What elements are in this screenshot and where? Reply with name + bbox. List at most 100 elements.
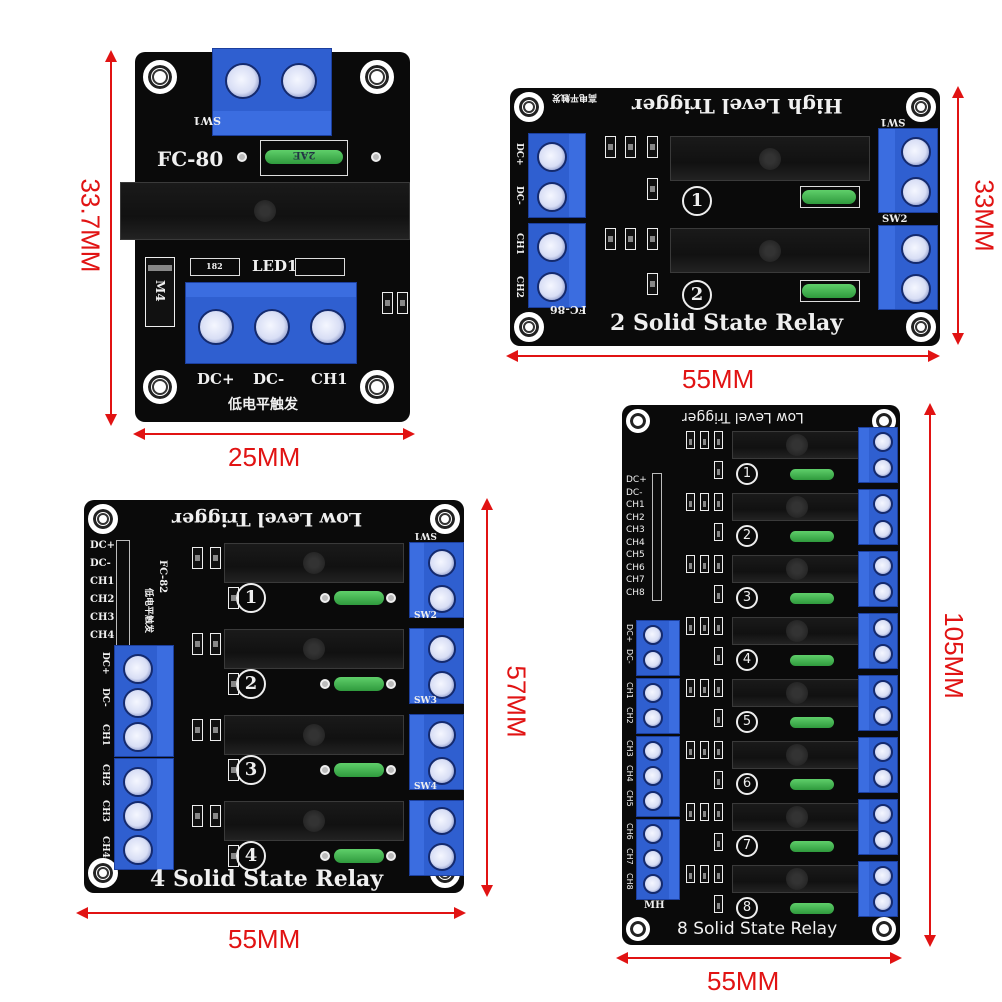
pin-label: CH1	[100, 724, 110, 746]
fuse	[790, 655, 834, 666]
resistor	[714, 803, 723, 821]
width-arrow-1ch	[133, 428, 415, 440]
trigger-label: High Level Trigger	[632, 94, 843, 118]
channel-number: 5	[736, 711, 758, 733]
ssr-module	[224, 629, 404, 669]
mount-hole	[906, 312, 936, 342]
board-title: 8 Solid State Relay	[677, 919, 838, 939]
model-label: FC-86	[550, 303, 587, 316]
fuse	[802, 190, 856, 204]
pin-label: CH2	[100, 764, 110, 786]
terminal-lip	[859, 490, 869, 544]
ssr-module	[732, 741, 862, 769]
width-arrow-4ch	[76, 907, 466, 919]
diode-label: M4	[153, 280, 167, 302]
pin-label: CH1	[311, 370, 348, 388]
output-terminal	[858, 427, 898, 483]
input-terminal	[636, 620, 680, 676]
width-label-2ch: 55MM	[682, 364, 755, 394]
screw	[254, 309, 290, 345]
resistor	[700, 679, 709, 697]
fuse	[790, 717, 834, 728]
input-terminal	[114, 645, 174, 757]
channel-number: 3	[736, 587, 758, 609]
pin-label: CH4	[100, 836, 110, 858]
output-terminal	[212, 48, 332, 136]
header-label: CH1	[90, 576, 115, 587]
ssr-module	[732, 803, 862, 831]
chinese-label: 高电平触发	[552, 92, 598, 102]
screw	[643, 874, 663, 894]
screw	[643, 683, 663, 703]
switch-label: SW1	[193, 114, 221, 127]
fuse	[790, 531, 834, 542]
channel-number: 2	[736, 525, 758, 547]
ssr-module	[120, 182, 410, 240]
output-terminal	[409, 628, 464, 704]
channel-number: 4	[736, 649, 758, 671]
screw	[873, 830, 893, 850]
switch-label: SW1	[880, 116, 906, 127]
input-terminal	[528, 223, 586, 308]
header-label: CH4	[626, 537, 645, 548]
pin-label: DC+	[197, 370, 235, 388]
height-label-4ch: 57MM	[501, 665, 532, 738]
width-label-8ch: 55MM	[707, 966, 780, 996]
resistor	[700, 617, 709, 635]
output-terminal	[878, 225, 938, 310]
screw	[873, 706, 893, 726]
output-terminal	[858, 489, 898, 545]
terminal-lip	[859, 428, 869, 482]
output-terminal	[858, 675, 898, 731]
ssr-module	[732, 431, 862, 459]
output-terminal	[878, 128, 938, 213]
fuse-lead	[320, 851, 330, 861]
terminal-lip	[669, 737, 679, 816]
header-label: DC-	[90, 558, 111, 569]
resistor	[192, 633, 203, 655]
screw	[873, 494, 893, 514]
fuse	[790, 903, 834, 914]
board-title: 4 Solid State Relay	[150, 866, 384, 892]
fuse	[790, 779, 834, 790]
channel-number: 8	[736, 897, 758, 919]
screw	[873, 458, 893, 478]
terminal-lip	[859, 738, 869, 792]
fuse	[334, 677, 384, 691]
board-title: 2 Solid State Relay	[610, 310, 844, 336]
pin-label: CH2	[514, 276, 524, 298]
resistor	[700, 803, 709, 821]
width-label-4ch: 55MM	[228, 924, 301, 954]
pin-label: DC-	[100, 688, 110, 707]
resistor	[714, 555, 723, 573]
terminal-lip	[669, 679, 679, 733]
fuse-lead	[386, 593, 396, 603]
screw	[225, 63, 261, 99]
mount-hole	[143, 60, 177, 94]
fuse-lead	[386, 765, 396, 775]
terminal-lip	[859, 552, 869, 606]
screw	[873, 582, 893, 602]
channel-number: 1	[236, 583, 266, 613]
screw	[281, 63, 317, 99]
mount-hole	[88, 504, 118, 534]
pin-label: CH8	[625, 873, 634, 890]
pin-label: CH7	[625, 848, 634, 865]
resistor	[700, 865, 709, 883]
header-label: CH8	[626, 587, 645, 598]
screw	[873, 432, 893, 452]
resistor	[686, 865, 695, 883]
terminal-lip	[410, 543, 424, 617]
ssr-module	[732, 493, 862, 521]
resistor	[714, 617, 723, 635]
fuse	[790, 593, 834, 604]
output-terminal	[409, 714, 464, 790]
mh-label: MH	[644, 900, 665, 911]
screw	[310, 309, 346, 345]
resistor	[686, 555, 695, 573]
ssr-module	[670, 136, 870, 181]
fuse-label: 2AE	[293, 149, 316, 160]
switch-label: SW2	[414, 611, 437, 621]
fuse-outline	[260, 140, 348, 176]
pin-label: DC+	[514, 143, 524, 166]
